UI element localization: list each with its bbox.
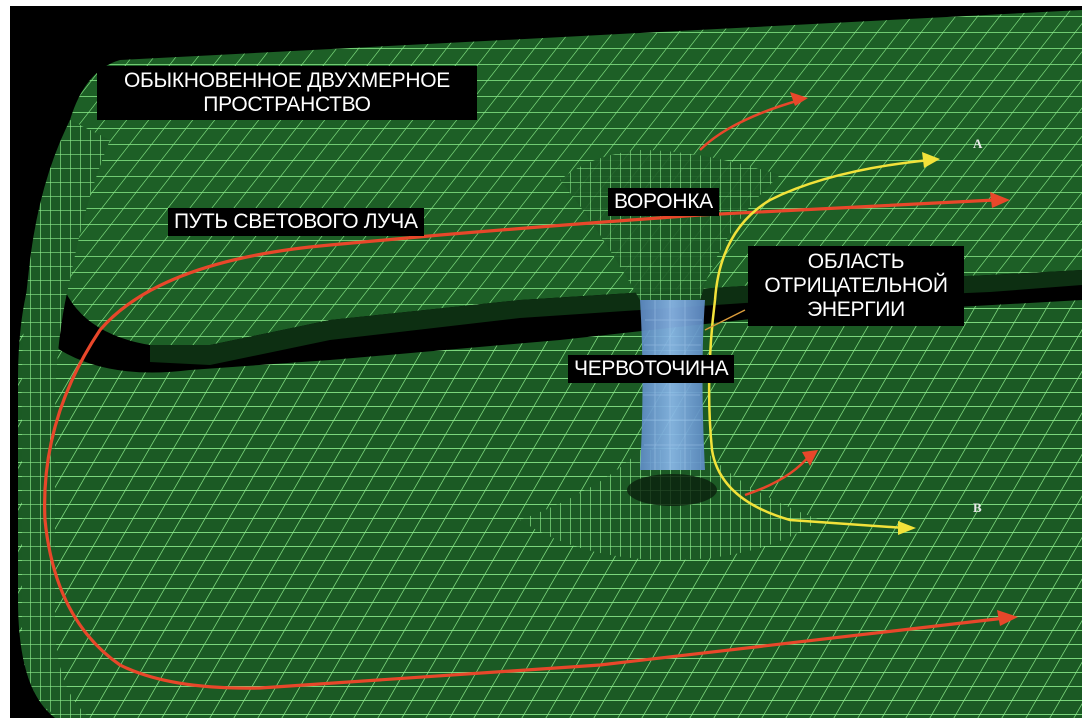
ordinary-space-line1: ОБЫКНОВЕННОЕ ДВУХМЕРНОЕ [124, 69, 450, 92]
negative-energy-line2: ОТРИЦАТЕЛЬНОЙ [764, 274, 948, 297]
ordinary-space-line2: ПРОСТРАНСТВО [203, 93, 371, 116]
point-a-label: A [973, 136, 983, 151]
funnel-label: ВОРОНКА [608, 188, 719, 216]
yellow-ray [707, 158, 931, 530]
light-ray-arrow-top [990, 192, 1010, 208]
funnel-upper [560, 150, 780, 300]
ordinary-space-label: ОБЫКНОВЕННОЕ ДВУХМЕРНОЕ ПРОСТРАНСТВО [97, 66, 477, 120]
yellow-ray-arrow-bottom [898, 521, 916, 535]
negative-energy-label: ОБЛАСТЬ ОТРИЦАТЕЛЬНОЙ ЭНЕРГИИ [748, 246, 964, 326]
funnel-ray-lower-arrow [802, 450, 818, 466]
funnel-ray-upper [699, 98, 801, 151]
funnel-ray-lower [744, 454, 811, 497]
funnel-shadow [627, 474, 717, 506]
yellow-ray-arrow-top [922, 152, 940, 168]
funnel-ray-upper-arrow [790, 92, 808, 106]
negative-energy-line3: ЭНЕРГИИ [807, 298, 905, 321]
negative-energy-pointer [704, 309, 746, 331]
light-ray-arrow-bottom [997, 610, 1018, 626]
lower-sheet [18, 250, 1082, 718]
curved-wall [21, 120, 110, 718]
light-ray-path [43, 198, 1006, 690]
negative-energy-line1: ОБЛАСТЬ [807, 250, 905, 273]
wormhole-label: ЧЕРВОТОЧИНА [568, 355, 735, 383]
point-b-label: B [973, 500, 982, 515]
light-path-label: ПУТЬ СВЕТОВОГО ЛУЧА [168, 208, 424, 236]
wormhole-throat [640, 300, 705, 470]
